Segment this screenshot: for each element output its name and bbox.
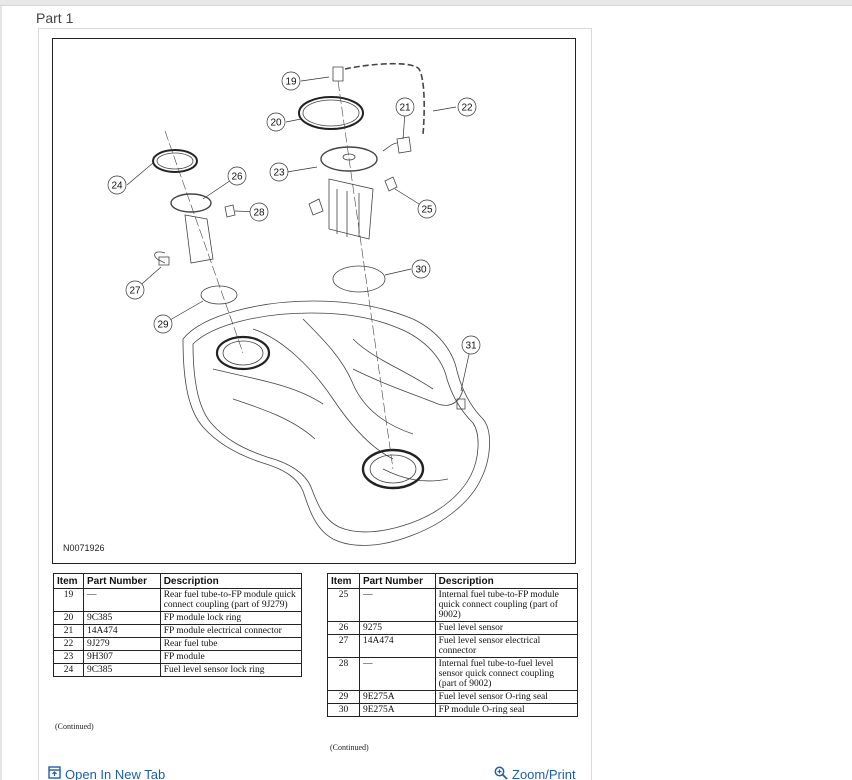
part-number-cell: 9C385 <box>82 663 161 677</box>
zoom-print-link[interactable]: Zoom/Print <box>494 766 576 780</box>
item-cell: 28 <box>327 657 360 691</box>
part-number-cell: 9E275A <box>358 703 436 717</box>
continued-note-left: (Continued) <box>55 722 94 731</box>
item-cell: 19 <box>53 588 84 612</box>
callout-label-27: 27 <box>129 286 141 297</box>
description-cell: Internal fuel tube-to-fuel level sensor … <box>434 657 579 691</box>
callout-22 <box>457 97 477 117</box>
col-header-part-number: Part Number <box>358 573 436 589</box>
item-cell: 26 <box>327 621 360 635</box>
description-cell: Fuel level sensor electrical connector <box>434 634 579 658</box>
open-new-tab-icon <box>48 766 61 780</box>
open-new-tab-label: Open In New Tab <box>65 766 166 780</box>
part-number-cell: 14A474 <box>82 624 161 638</box>
top-toolbar-strip <box>0 0 852 6</box>
table-row: 20 9C385 FP module lock ring <box>53 611 303 625</box>
callout-label-29: 29 <box>157 320 169 331</box>
callout-31 <box>461 335 481 355</box>
callout-label-30: 30 <box>415 265 427 276</box>
callout-21 <box>395 97 415 117</box>
zoom-print-label: Zoom/Print <box>512 767 576 780</box>
description-cell: FP module electrical connector <box>159 624 303 638</box>
col-header-item: Item <box>327 573 360 589</box>
table-row: 28 — Internal fuel tube-to-fuel level se… <box>327 657 579 691</box>
continued-note-right: (Continued) <box>330 743 369 752</box>
part-number-cell: — <box>358 588 436 622</box>
description-cell: Rear fuel tube <box>159 637 303 651</box>
callout-20 <box>266 112 286 132</box>
callout-label-20: 20 <box>270 118 282 129</box>
table-row: 25 — Internal fuel tube-to-FP module qui… <box>327 588 579 622</box>
description-cell: Internal fuel tube-to-FP module quick co… <box>434 588 579 622</box>
callout-29 <box>153 314 173 334</box>
callout-label-31: 31 <box>465 341 477 352</box>
item-cell: 21 <box>53 624 84 638</box>
table-row: 23 9H307 FP module <box>53 650 303 664</box>
callout-label-24: 24 <box>111 181 123 192</box>
callout-28 <box>249 202 269 222</box>
description-cell: Fuel level sensor lock ring <box>159 663 303 677</box>
open-in-new-tab-link[interactable]: Open In New Tab <box>48 766 165 780</box>
table-row: 19 — Rear fuel tube-to-FP module quick c… <box>53 588 303 612</box>
description-cell: Rear fuel tube-to-FP module quick connec… <box>159 588 303 612</box>
figure-id: N0071926 <box>63 543 105 553</box>
callout-26 <box>227 166 247 186</box>
col-header-description: Description <box>434 573 579 589</box>
table-row: 27 14A474 Fuel level sensor electrical c… <box>327 634 579 658</box>
parts-table-right: Item Part Number Description 25 — Intern… <box>327 573 579 717</box>
part-title: Part 1 <box>36 10 74 26</box>
parts-table-left: Item Part Number Description 19 — Rear f… <box>53 573 303 677</box>
callout-30 <box>411 259 431 279</box>
callout-25 <box>417 199 437 219</box>
item-cell: 29 <box>327 690 360 704</box>
table-row: 21 14A474 FP module electrical connector <box>53 624 303 638</box>
part-number-cell: 9J279 <box>82 637 161 651</box>
description-cell: FP module O-ring seal <box>434 703 579 717</box>
col-header-description: Description <box>159 573 303 589</box>
col-header-item: Item <box>53 573 84 589</box>
part-number-cell: 9C385 <box>82 611 161 625</box>
table-row: 30 9E275A FP module O-ring seal <box>327 703 579 717</box>
callout-23 <box>269 162 289 182</box>
callout-label-28: 28 <box>253 208 265 219</box>
part-number-cell: 9275 <box>358 621 436 635</box>
zoom-icon <box>494 766 508 780</box>
callout-label-19: 19 <box>285 77 297 88</box>
exploded-diagram: 19 20 21 22 23 24 25 26 27 28 29 30 31 N… <box>52 38 576 564</box>
table-row: 26 9275 Fuel level sensor <box>327 621 579 635</box>
description-cell: FP module <box>159 650 303 664</box>
table-row: 24 9C385 Fuel level sensor lock ring <box>53 663 303 677</box>
item-cell: 25 <box>327 588 360 622</box>
diagram-drawing: 19 20 21 22 23 24 25 26 27 28 29 30 31 <box>107 62 490 546</box>
part-number-cell: 9H307 <box>82 650 161 664</box>
col-header-part-number: Part Number <box>82 573 161 589</box>
callout-label-22: 22 <box>461 103 473 114</box>
part-number-cell: 14A474 <box>358 634 436 658</box>
description-cell: Fuel level sensor O-ring seal <box>434 690 579 704</box>
item-cell: 30 <box>327 703 360 717</box>
description-cell: FP module lock ring <box>159 611 303 625</box>
part-number-cell: 9E275A <box>358 690 436 704</box>
callout-label-21: 21 <box>399 103 411 114</box>
callout-label-26: 26 <box>231 172 243 183</box>
item-cell: 24 <box>53 663 84 677</box>
item-cell: 27 <box>327 634 360 658</box>
item-cell: 20 <box>53 611 84 625</box>
callout-19 <box>281 71 301 91</box>
left-edge-rule <box>0 6 2 780</box>
callout-label-23: 23 <box>273 168 285 179</box>
callout-27 <box>125 280 145 300</box>
part-number-cell: — <box>82 588 161 612</box>
part-number-cell: — <box>358 657 436 691</box>
description-cell: Fuel level sensor <box>434 621 579 635</box>
table-row: 22 9J279 Rear fuel tube <box>53 637 303 651</box>
callout-label-25: 25 <box>421 205 433 216</box>
callout-24 <box>107 175 127 195</box>
item-cell: 23 <box>53 650 84 664</box>
item-cell: 22 <box>53 637 84 651</box>
table-row: 29 9E275A Fuel level sensor O-ring seal <box>327 690 579 704</box>
